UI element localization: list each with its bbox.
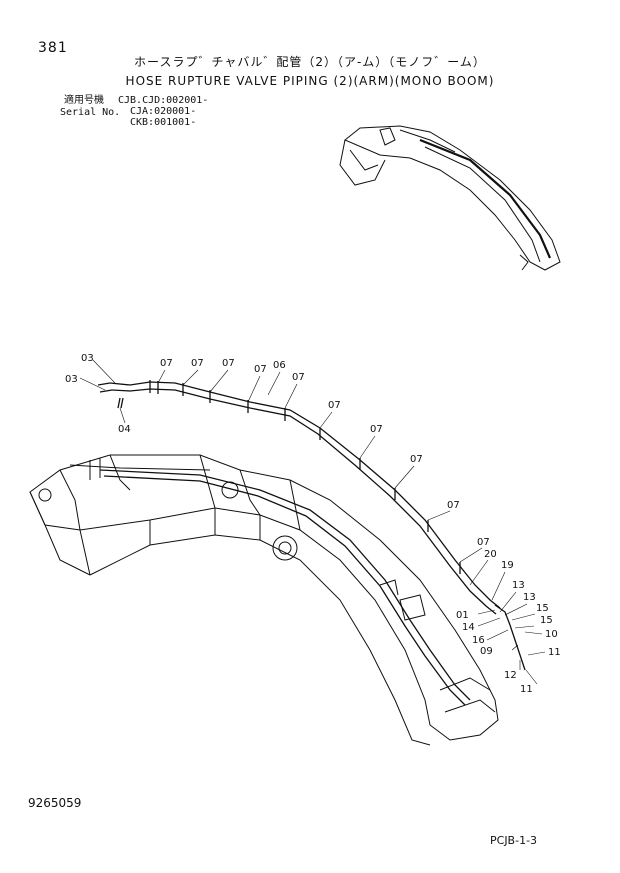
callout-label: 20 — [484, 549, 497, 560]
serial-entry: CJA:020001- — [130, 106, 197, 117]
callout-label: 10 — [545, 629, 558, 640]
callout-label: 04 — [118, 424, 131, 435]
callout-label: 13 — [523, 592, 536, 603]
callout-label: 07 — [160, 358, 173, 369]
page-number: 381 — [38, 40, 68, 56]
callout-label: 19 — [501, 560, 514, 571]
callout-label: 13 — [512, 580, 525, 591]
callout-label: 11 — [548, 647, 561, 658]
callout-label: 16 — [472, 635, 485, 646]
title-english: HOSE RUPTURE VALVE PIPING (2)(ARM)(MONO … — [125, 74, 495, 88]
callout-label: 07 — [254, 364, 267, 375]
callout-labels: 03 03 04 07 07 07 07 06 07 07 07 07 07 0… — [65, 353, 561, 695]
piping-lines — [97, 380, 526, 671]
callout-label: 01 — [456, 610, 469, 621]
callout-label: 15 — [540, 615, 553, 626]
callout-label: 07 — [328, 400, 341, 411]
callout-label: 03 — [65, 374, 78, 385]
callout-label: 15 — [536, 603, 549, 614]
callout-label: 11 — [520, 684, 533, 695]
callout-label: 12 — [504, 670, 517, 681]
callout-leaders — [79, 359, 546, 685]
callout-label: 06 — [273, 360, 286, 371]
overview-machine-illustration — [339, 125, 561, 271]
callout-label: 07 — [370, 424, 383, 435]
callout-label: 07 — [477, 537, 490, 548]
serial-label-english: Serial No. — [60, 107, 121, 118]
title-japanese: ホースラプ゛チャバル゛配管（2）（ア-ム）（モノフ゛ーム） — [134, 55, 486, 69]
boom-hose-lines — [99, 469, 471, 706]
callout-label: 09 — [480, 646, 493, 657]
callout-label: 03 — [81, 353, 94, 364]
callout-label: 07 — [222, 358, 235, 369]
serial-entry: CKB:001001- — [130, 117, 197, 128]
callout-label: 07 — [447, 500, 460, 511]
callout-label: 14 — [462, 622, 475, 633]
part-number: 9265059 — [28, 796, 82, 810]
page-code: PCJB-1-3 — [490, 834, 538, 847]
serial-entry: CJB.CJD:002001- — [118, 95, 209, 106]
callout-label: 07 — [292, 372, 305, 383]
callout-label: 07 — [191, 358, 204, 369]
serial-label-japanese: 適用号機 — [64, 95, 104, 106]
callout-label: 07 — [410, 454, 423, 465]
